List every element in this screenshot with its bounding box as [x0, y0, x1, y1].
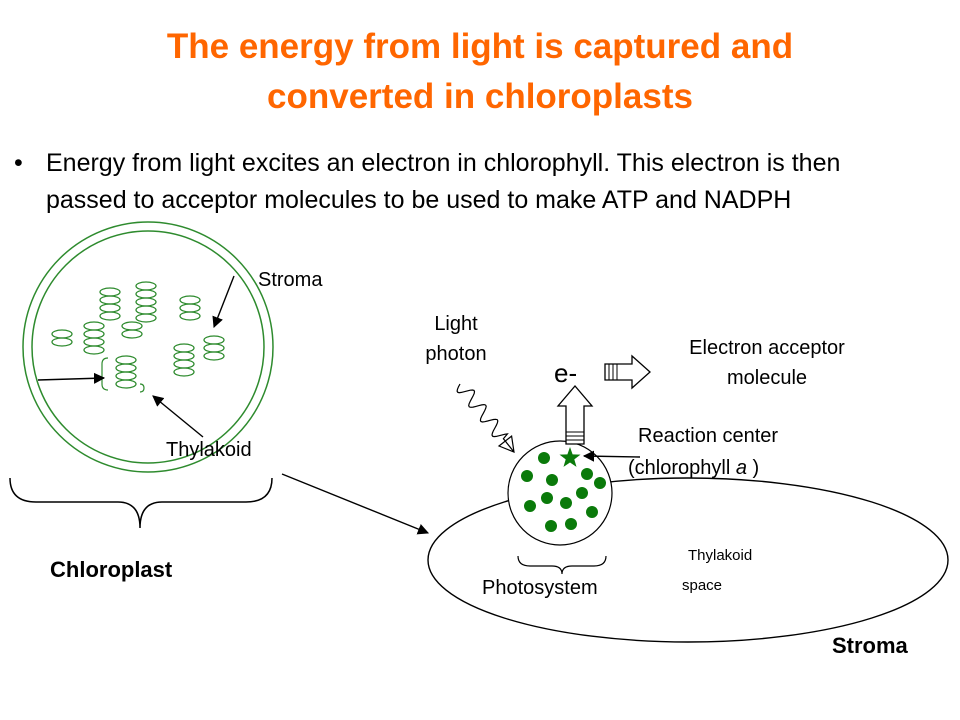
thylakoid-membrane-pointer — [37, 372, 106, 384]
grana-brace-right — [139, 383, 145, 393]
chlorophyll-dot — [560, 497, 572, 509]
chlorophyll-a-italic: a — [735, 457, 747, 479]
thylakoid-disc — [51, 337, 73, 347]
thylakoid-disc — [173, 359, 195, 369]
thylakoid-disc — [115, 371, 137, 381]
light-photon-label: Light photon — [406, 312, 506, 366]
stroma-label-top: Stroma — [258, 269, 323, 291]
thylakoid-disc — [173, 367, 195, 377]
chlorophyll-dot — [524, 500, 536, 512]
chlorophyll-dot — [594, 477, 606, 489]
thylakoid-disc — [135, 305, 157, 315]
thylakoid-disc — [99, 287, 121, 297]
thylakoid-disc — [51, 329, 73, 339]
thylakoid-disc — [173, 351, 195, 361]
thylakoid-disc — [135, 289, 157, 299]
thylakoid-disc — [135, 313, 157, 323]
photosystem-circle — [507, 440, 613, 546]
thylakoid-disc — [83, 329, 105, 339]
hollow-arrow-right-icon — [604, 354, 651, 390]
chloroplast-label: Chloroplast — [50, 557, 173, 582]
stroma-label-bottom: Stroma — [832, 633, 908, 658]
thylakoid-disc — [135, 281, 157, 291]
thylakoid-disc — [115, 355, 137, 365]
acceptor-label-line-2: molecule — [726, 367, 808, 389]
grana-brace-left — [101, 357, 109, 391]
wavy-arrow-icon — [456, 383, 515, 453]
reaction-center-pointer — [582, 450, 641, 462]
stroma-pointer — [212, 275, 235, 329]
photosystem-label: Photosystem — [482, 577, 598, 599]
thylakoid-disc — [115, 379, 137, 389]
chloroplast-brace — [9, 477, 273, 529]
thylakoid-space-label-line-1: Thylakoid — [688, 547, 753, 564]
chlorophyll-dot — [576, 487, 588, 499]
chlorophyll-dot — [586, 506, 598, 518]
thylakoid-label: Thylakoid — [166, 439, 252, 461]
bullet-dot: • — [14, 149, 23, 177]
chloroplast-outer-membrane — [22, 221, 274, 473]
chlorophyll-dot — [581, 468, 593, 480]
hollow-arrow-up-icon — [556, 384, 594, 445]
chlorophyll-dot — [538, 452, 550, 464]
thylakoid-disc — [135, 297, 157, 307]
light-label-line-2: photon — [425, 343, 487, 365]
thylakoid-space-label-line-2: space — [682, 577, 723, 594]
thylakoid-disc — [203, 351, 225, 361]
thylakoid-disc — [121, 321, 143, 331]
thylakoid-disc — [203, 343, 225, 353]
bullet-text: Energy from light excites an electron in… — [46, 149, 841, 214]
thylakoid-disc — [179, 303, 201, 313]
thylakoid-disc — [179, 311, 201, 321]
chlorophyll-suffix: ) — [746, 457, 760, 479]
thylakoid-disc — [179, 295, 201, 305]
thylakoid-disc — [99, 303, 121, 313]
thylakoid-pointer — [152, 395, 204, 438]
thylakoid-disc — [99, 311, 121, 321]
reaction-center-label: Reaction center — [638, 425, 779, 447]
chlorophyll-molecules — [521, 452, 606, 532]
star-icon — [559, 447, 581, 467]
title-line-2: converted in chloroplasts — [267, 77, 693, 116]
photosystem-brace — [517, 555, 607, 575]
thylakoid-disc — [83, 321, 105, 331]
chlorophyll-dot — [521, 470, 533, 482]
chlorophyll-a-label: (chlorophyll a ) — [628, 456, 759, 480]
zoom-arrow — [281, 473, 430, 535]
slide-title: The energy from light is captured and co… — [0, 22, 960, 122]
thylakoid-disc — [99, 295, 121, 305]
chlorophyll-dot — [545, 520, 557, 532]
thylakoid-disc — [115, 363, 137, 373]
thylakoid-disc — [83, 337, 105, 347]
thylakoid-disc — [83, 345, 105, 355]
light-label-line-1: Light — [434, 313, 478, 335]
grana-stacks — [51, 281, 225, 389]
title-line-1: The energy from light is captured and — [166, 27, 794, 66]
acceptor-label-line-1: Electron acceptor — [689, 337, 845, 359]
chlorophyll-dot — [565, 518, 577, 530]
chloroplast-inner-membrane — [31, 230, 265, 464]
electron-acceptor-label: Electron acceptor molecule — [656, 336, 878, 390]
thylakoid-disc — [121, 329, 143, 339]
chloroplast-drawing — [22, 221, 274, 473]
thylakoid-disc — [173, 343, 195, 353]
bullet-point: • Energy from light excites an electron … — [14, 145, 914, 219]
chlorophyll-prefix: (chlorophyll — [628, 457, 736, 479]
chlorophyll-dot — [541, 492, 553, 504]
electron-label: e- — [554, 358, 578, 388]
chlorophyll-dot — [546, 474, 558, 486]
thylakoid-disc — [203, 335, 225, 345]
